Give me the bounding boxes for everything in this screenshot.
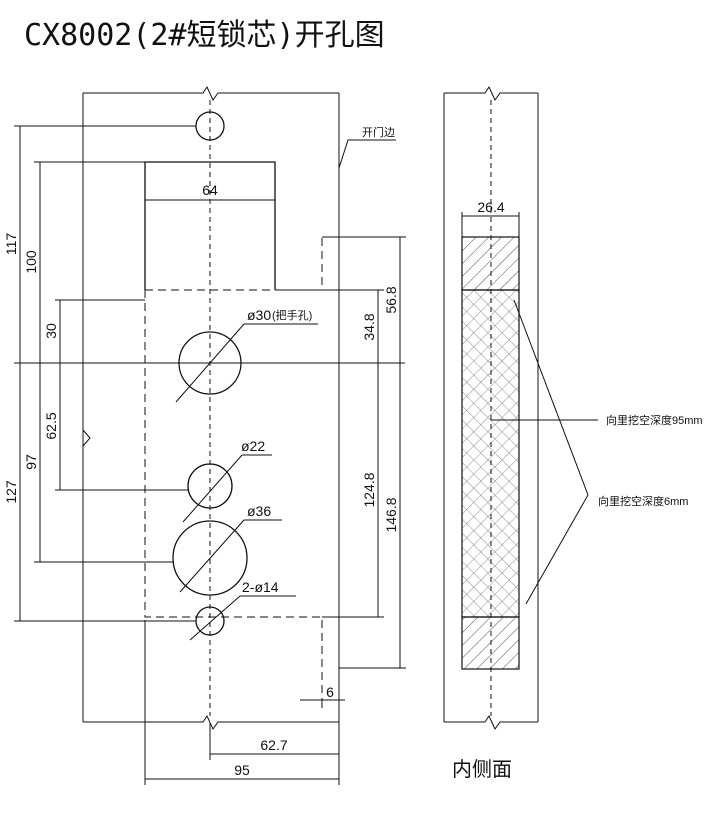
inner-side-label: 内侧面 [452, 758, 512, 781]
depth-6-label: 向里挖空深度6mm [598, 494, 688, 508]
side-view [443, 85, 598, 730]
dim-100-label: 100 [23, 250, 39, 274]
dim-97-label: 97 [23, 454, 39, 470]
dim-62-5-label: 62.5 [43, 412, 59, 439]
dim-56-8-label: 56.8 [383, 286, 399, 313]
dim-64-label: 64 [202, 182, 218, 198]
top-slot [144, 161, 276, 290]
hole-22 [187, 463, 233, 509]
hole-30-note: (把手孔) [272, 308, 312, 322]
break-symbol [82, 429, 91, 447]
dim-34-8-label: 34.8 [361, 313, 377, 340]
dim-30-label: 30 [43, 323, 59, 339]
depth-95-label: 向里挖空深度95mm [606, 413, 703, 427]
dim-26-4-label: 26.4 [477, 199, 504, 215]
page-title: CX8002(2#短锁芯)开孔图 [24, 18, 385, 53]
mortise-outline [144, 290, 339, 701]
dim-146-8-label: 146.8 [383, 497, 399, 532]
hole-14-top [195, 111, 225, 141]
leader-edge [338, 139, 396, 169]
edge-label: 开门边 [362, 125, 395, 139]
hole-36 [172, 520, 248, 596]
dim-124-8-label: 124.8 [361, 472, 377, 507]
leader-22 [182, 454, 243, 523]
leader-14 [189, 595, 241, 641]
front-view [14, 85, 406, 785]
dim-62-7-label: 62.7 [260, 737, 287, 753]
hole-30-label: ø30 [247, 307, 271, 323]
leader-6 [513, 299, 589, 605]
dim-6-label: 6 [326, 684, 334, 700]
hole-36-label: ø36 [247, 503, 271, 519]
panel-top-break [83, 85, 339, 101]
dim-127-label: 127 [3, 480, 19, 504]
leader-36 [179, 519, 245, 593]
panel-bottom-break [83, 714, 339, 730]
mortise-top [145, 236, 339, 291]
hole-22-label: ø22 [241, 438, 265, 454]
dim-95-label: 95 [234, 762, 250, 778]
dim-117-label: 117 [3, 233, 19, 256]
hole-14-label: 2-ø14 [242, 579, 279, 595]
